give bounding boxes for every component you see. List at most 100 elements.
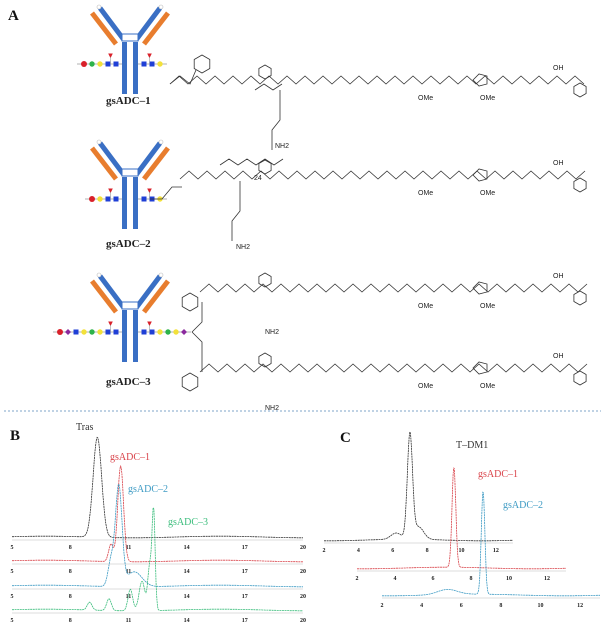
chemical-bond-chain — [254, 83, 283, 91]
red-terminal — [89, 196, 95, 202]
x-tick-label: 6 — [460, 603, 463, 609]
construct-name-2: gsADC–2 — [106, 238, 151, 250]
x-tick-label: 14 — [184, 594, 190, 600]
heavy-chain-arm — [134, 6, 162, 42]
ome-label: OMe — [480, 190, 495, 197]
x-tick-label: 4 — [357, 548, 360, 554]
heavy-chain — [122, 177, 127, 229]
hydroxyl-label: OH — [553, 65, 564, 72]
x-tick-label: 5 — [11, 618, 14, 624]
aromatic-ring — [573, 82, 587, 98]
pyrrolidine-ring — [472, 361, 488, 375]
linker-bond — [191, 302, 203, 333]
panel-label-c: C — [340, 430, 351, 446]
heavy-chain — [133, 177, 138, 229]
series-label: gsADC–2 — [128, 484, 168, 495]
peg-repeat-label: 24 — [254, 175, 262, 182]
x-tick-label: 5 — [11, 569, 14, 575]
glcnac-square — [113, 196, 119, 202]
x-tick-label: 17 — [242, 545, 248, 551]
hinge — [121, 301, 139, 310]
ome-label: OMe — [480, 383, 495, 390]
x-tick-label: 10 — [538, 603, 544, 609]
panel-label-b: B — [10, 428, 20, 444]
ome-label: OMe — [418, 383, 433, 390]
heavy-chain — [133, 42, 138, 94]
series-label: T–DM1 — [456, 440, 488, 451]
x-tick-label: 8 — [69, 618, 72, 624]
chain-tip — [158, 139, 164, 145]
ome-label: OMe — [418, 95, 433, 102]
glcnac-square — [149, 61, 155, 67]
x-tick-label: 8 — [69, 569, 72, 575]
chain-tip — [96, 139, 102, 145]
glcnac-square — [149, 329, 155, 335]
trace-0 — [324, 430, 513, 542]
aromatic-ring — [258, 272, 272, 288]
galactose-circle — [81, 329, 87, 335]
x-tick-label: 14 — [184, 618, 190, 624]
sialic-diamond — [65, 329, 71, 335]
ome-label: OMe — [480, 303, 495, 310]
x-tick-label: 2 — [356, 576, 359, 582]
x-tick-label: 20 — [300, 569, 306, 575]
pyrrolidine-ring — [472, 73, 488, 87]
heavy-chain-arm — [134, 274, 162, 310]
fucose-triangle — [147, 53, 152, 59]
series-label: gsADC–3 — [168, 517, 208, 528]
heavy-chain-arm — [134, 141, 162, 177]
amine-label: NH2 — [236, 244, 250, 251]
chain-tip — [158, 272, 164, 278]
glcnac-square — [105, 196, 111, 202]
x-tick-label: 14 — [184, 569, 190, 575]
galactose-circle — [157, 61, 163, 67]
x-tick-label: 11 — [126, 569, 132, 575]
glcnac-square — [105, 329, 111, 335]
light-chain — [142, 11, 170, 46]
galactose-circle — [173, 329, 179, 335]
x-tick-label: 5 — [11, 545, 14, 551]
x-tick-label: 20 — [300, 545, 306, 551]
side-chain — [271, 90, 281, 150]
fucose-triangle — [147, 188, 152, 194]
aromatic-ring — [573, 290, 587, 306]
fucose-triangle — [147, 321, 152, 327]
glcnac-square — [113, 329, 119, 335]
ome-label: OMe — [418, 190, 433, 197]
hinge — [121, 168, 139, 177]
mannose-circle — [89, 61, 95, 67]
chemical-bond-chain — [169, 75, 585, 85]
aromatic-ring — [258, 64, 272, 80]
x-tick-label: 8 — [470, 576, 473, 582]
aromatic-ring — [573, 177, 587, 193]
x-tick-label: 4 — [394, 576, 397, 582]
pyrrolidine-ring — [472, 168, 488, 182]
glcnac-square — [141, 196, 147, 202]
light-chain — [142, 279, 170, 314]
x-tick-label: 2 — [323, 548, 326, 554]
series-label: gsADC–2 — [503, 500, 543, 511]
x-tick-label: 8 — [69, 545, 72, 551]
trace-2 — [382, 491, 600, 597]
antibody-icon — [53, 272, 191, 362]
sialic-diamond — [181, 329, 187, 335]
light-chain — [142, 146, 170, 181]
x-tick-label: 10 — [458, 548, 464, 554]
glcnac-square — [73, 329, 79, 335]
amine-label: NH2 — [275, 143, 289, 150]
glcnac-square — [105, 61, 111, 67]
ome-label: OMe — [418, 303, 433, 310]
linker-bond — [150, 186, 182, 200]
x-tick-label: 17 — [242, 618, 248, 624]
light-chain — [90, 11, 118, 46]
antibody-icon — [77, 4, 170, 94]
x-tick-label: 20 — [300, 594, 306, 600]
heavy-chain-arm — [98, 274, 126, 310]
chemical-bond-chain — [219, 158, 284, 166]
red-terminal — [81, 61, 87, 67]
